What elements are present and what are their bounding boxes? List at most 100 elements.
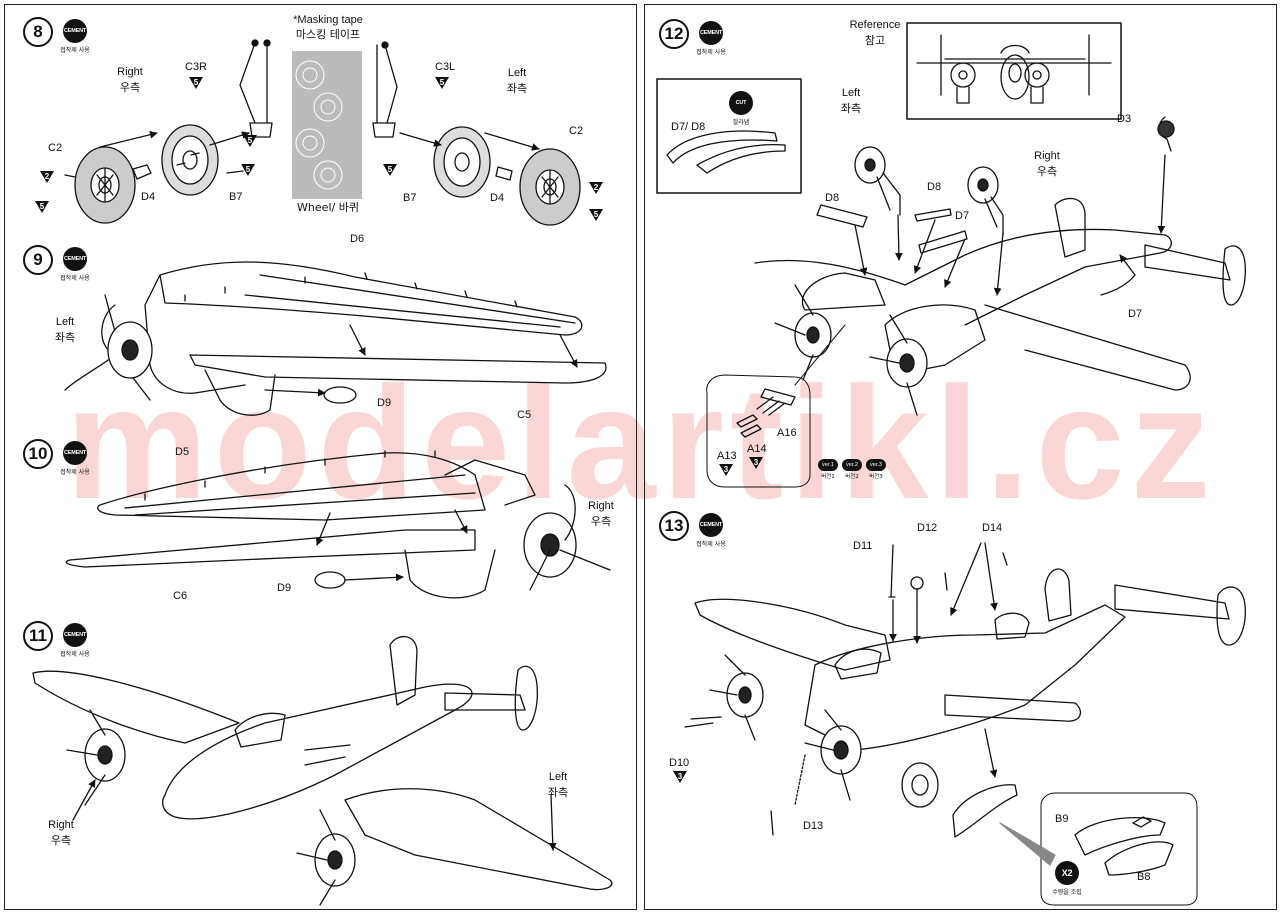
step8-right-wheel-assembly (64, 39, 273, 224)
badge-3-a14: 3 (749, 457, 763, 469)
step11-left-label: Left (548, 771, 568, 783)
part-b7-right: B7 (229, 191, 243, 203)
step-12-number: 12 (659, 19, 689, 49)
detail-pointer (999, 822, 1056, 866)
part-d4-right: D4 (141, 191, 156, 203)
badge-2-left: 2 (589, 182, 603, 194)
reference-box (906, 22, 1122, 120)
step12-left-label-ko: 좌측 (840, 102, 862, 115)
reference-label: Reference (849, 19, 901, 31)
step8-left-wheel-assembly (372, 41, 581, 226)
left-page-drawings (32, 39, 613, 906)
part-d14: D14 (982, 522, 1003, 534)
part-a16: A16 (777, 427, 797, 439)
part-c2-right: C2 (48, 142, 63, 154)
right-page-drawings (656, 22, 1246, 906)
part-d10: D10 (669, 757, 690, 769)
part-b8: B8 (1137, 871, 1151, 883)
masking-tape-sheet (292, 51, 362, 199)
wheel-label: Wheel/ 바퀴 (297, 201, 359, 214)
cut-detail-box (656, 78, 802, 194)
part-d7-b: D7 (1128, 308, 1143, 320)
part-d12: D12 (917, 522, 938, 534)
part-b9: B9 (1055, 813, 1069, 825)
d7-d8-label: D7/ D8 (671, 121, 706, 133)
step12-left-label: Left (841, 87, 861, 99)
part-a14: A14 (747, 443, 767, 455)
step-10-number: 10 (23, 439, 53, 469)
part-b7-left: B7 (403, 192, 417, 204)
badge-5-right-wheel: 5 (35, 201, 49, 213)
step12-right-label-ko: 우측 (1036, 165, 1058, 178)
step11-right-label-ko: 우측 (50, 834, 72, 847)
step-9-number: 9 (23, 245, 53, 275)
part-d3: D3 (1117, 113, 1132, 125)
badge-3-d10: 3 (673, 771, 687, 783)
badge-5-b7-right: 5 (241, 164, 255, 176)
step11-right-label: Right (48, 819, 74, 831)
masking-tape-label-ko: 마스킹 테이프 (295, 28, 361, 41)
badge-2-right: 2 (40, 171, 54, 183)
step13-aircraft (684, 542, 1246, 838)
step11-left-label-ko: 좌측 (547, 786, 569, 799)
badge-5-left-wheel: 5 (589, 209, 603, 221)
step10-right-wing (65, 450, 611, 599)
step8-right-label-ko: 우측 (119, 81, 141, 94)
part-a13: A13 (717, 450, 737, 462)
part-d13: D13 (803, 820, 824, 832)
step8-left-label: Left (507, 67, 527, 79)
part-d5: D5 (175, 446, 190, 458)
step8-left-label-ko: 좌측 (506, 82, 528, 95)
reference-front-view (916, 34, 1112, 104)
badge-3-a13: 3 (719, 464, 733, 476)
step10-right-label-ko: 우측 (590, 515, 612, 528)
part-d4-left: D4 (490, 192, 505, 204)
reference-label-ko: 참고 (864, 34, 886, 47)
part-d7-d8-piece-1 (666, 130, 778, 164)
part-d7-a: D7 (955, 210, 970, 222)
part-d6: D6 (350, 233, 365, 245)
part-c2-left: C2 (569, 125, 584, 137)
part-d9-step9: D9 (377, 397, 392, 409)
step12-right-label: Right (1034, 150, 1060, 162)
b9-b8-detail-box (1040, 792, 1198, 906)
part-d8-a: D8 (825, 192, 840, 204)
part-c5: C5 (517, 409, 532, 421)
part-d11: D11 (853, 540, 873, 552)
masking-tape-circles (295, 60, 343, 190)
step8-right-label: Right (117, 66, 143, 78)
step12-aircraft (754, 116, 1246, 416)
badge-5-c3l: 5 (435, 77, 449, 89)
badge-5-strut-right: 5 (243, 135, 257, 147)
part-d7-d8-piece-2 (696, 143, 786, 174)
part-d8-b: D8 (927, 181, 942, 193)
part-c3l: C3L (435, 61, 456, 73)
step10-right-label: Right (588, 500, 614, 512)
part-d9-step10: D9 (277, 582, 292, 594)
masking-tape-label: *Masking tape (293, 14, 363, 26)
part-c3r: C3R (185, 61, 208, 73)
badge-5-c3r: 5 (189, 77, 203, 89)
step11-fuselage-assembly (32, 635, 613, 906)
step-13-number: 13 (659, 511, 689, 541)
step-11-number: 11 (23, 621, 53, 651)
step9-left-label: Left (55, 316, 75, 328)
step9-left-label-ko: 좌측 (54, 331, 76, 344)
part-c6: C6 (173, 590, 188, 602)
badge-5-b7-left: 5 (383, 164, 397, 176)
step-8-number: 8 (23, 17, 53, 47)
antenna-detail-box (706, 374, 811, 488)
